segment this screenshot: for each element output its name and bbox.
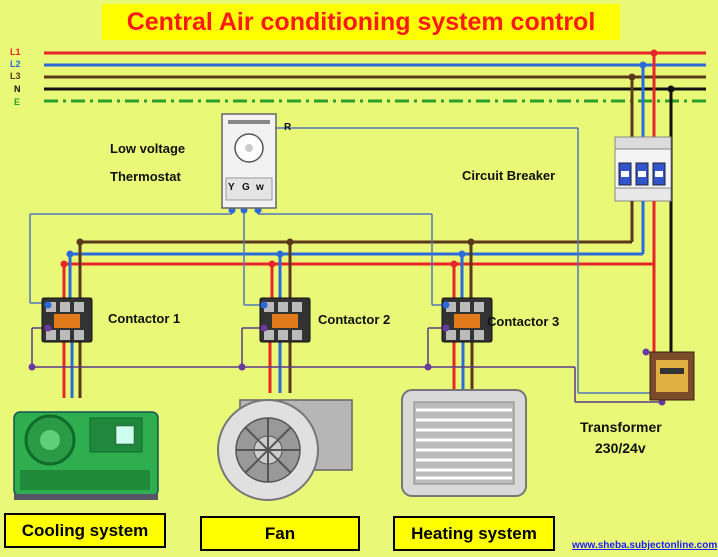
cooling-system-unit: [13, 411, 159, 500]
contactor-1-device: [41, 297, 93, 343]
fan-label: Fan: [200, 516, 360, 551]
contactor-2-label: Contactor 2: [318, 312, 391, 327]
heating-system-label: Heating system: [393, 516, 555, 551]
website-link[interactable]: www.sheba.subjectonline.com: [572, 540, 718, 551]
line-label-n: N: [14, 84, 21, 94]
thermostat-terminal-y: Y: [228, 182, 235, 193]
heating-system-unit: [401, 389, 527, 497]
cooling-system-label: Cooling system: [4, 513, 166, 548]
fan-unit: [217, 399, 353, 501]
contactor-2-device: [259, 297, 311, 343]
thermostat-terminal-r: R: [284, 122, 292, 133]
thermostat-label-line1: Low voltage: [110, 141, 186, 156]
line-label-l2: L2: [10, 59, 21, 69]
circuit-breaker-label: Circuit Breaker: [462, 168, 556, 183]
diagram-title: Central Air conditioning system control: [102, 4, 620, 40]
contactor-3-label: Contactor 3: [487, 314, 560, 329]
transformer-label-line1: Transformer: [580, 419, 662, 435]
thermostat-terminal-g: G: [242, 182, 250, 193]
transformer-label-line2: 230/24v: [595, 440, 646, 456]
thermostat-terminal-w: w: [256, 182, 264, 193]
thermostat-device: [221, 113, 277, 209]
line-label-l1: L1: [10, 47, 21, 57]
contactor-3-device: [441, 297, 493, 343]
thermostat-label-line2: Thermostat: [110, 169, 181, 184]
transformer-device: [649, 351, 695, 401]
line-label-e: E: [14, 97, 21, 107]
contactor-1-label: Contactor 1: [108, 311, 181, 326]
line-label-l3: L3: [10, 71, 21, 81]
circuit-breaker: [614, 136, 672, 202]
